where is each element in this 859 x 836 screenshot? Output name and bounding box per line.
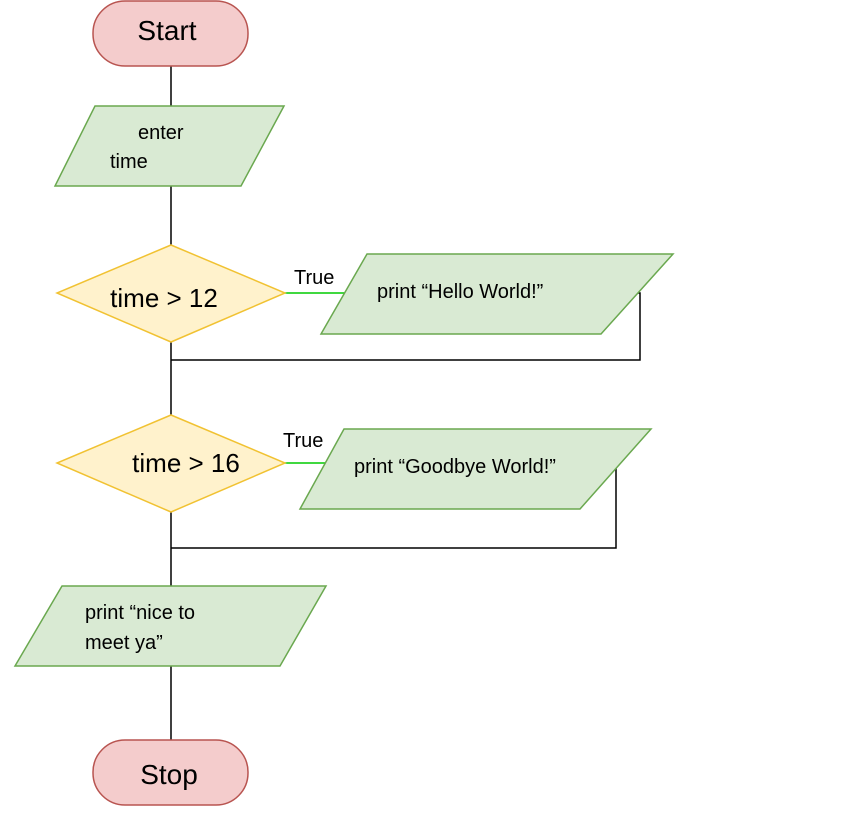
input-node: enter time	[53, 105, 286, 187]
decision2-label: time > 16	[132, 448, 240, 478]
output3-label: print “nice to meet ya”	[85, 602, 201, 654]
start-shape	[92, 0, 249, 67]
input-label: enter time	[110, 122, 189, 173]
output3-label-line-2: meet ya”	[85, 632, 163, 654]
start-node: Start	[92, 0, 249, 67]
stop-label: Stop	[140, 759, 198, 790]
input-label-line-1: enter	[138, 122, 184, 144]
decision1-node: time > 12	[55, 244, 287, 343]
decision2-true-label: True	[283, 430, 323, 452]
output3-shape	[13, 585, 328, 667]
input-label-line-2: time	[110, 151, 148, 173]
output3-label-line-1: print “nice to	[85, 602, 195, 624]
decision2-shape	[55, 414, 287, 513]
output1-shape	[319, 253, 675, 335]
output2-shape	[298, 428, 653, 510]
output1-label: print “Hello World!”	[377, 281, 543, 303]
decision2-node: time > 16	[55, 414, 287, 513]
decision1-true-label: True	[294, 267, 334, 289]
output3-node: print “nice to meet ya”	[13, 585, 328, 667]
input-shape	[53, 105, 286, 187]
start-label: Start	[137, 15, 196, 46]
stop-node: Stop	[92, 739, 249, 806]
output2-node: print “Goodbye World!”	[298, 428, 653, 510]
decision1-shape	[55, 244, 287, 343]
output1-node: print “Hello World!”	[319, 253, 675, 335]
stop-shape	[92, 739, 249, 806]
output2-label: print “Goodbye World!”	[354, 456, 556, 478]
decision1-label: time > 12	[110, 283, 218, 313]
